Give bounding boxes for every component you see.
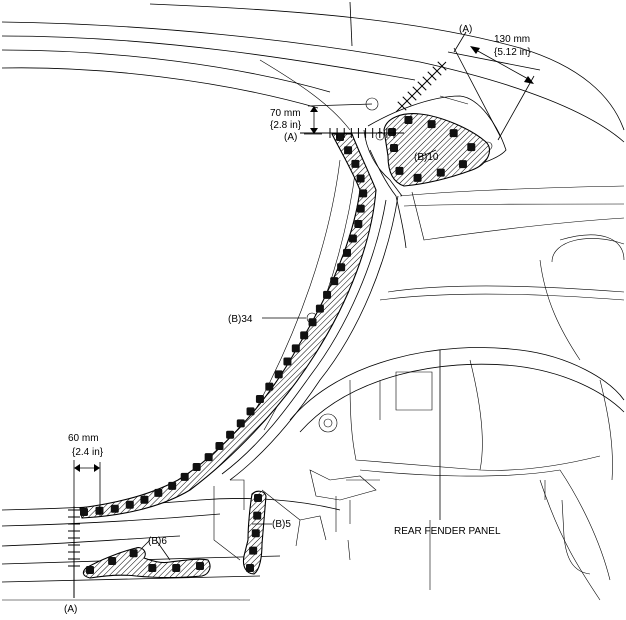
weld-spot-b34 xyxy=(351,159,360,168)
weld-spot-b6 xyxy=(108,557,117,566)
weld-spot-b34 xyxy=(291,344,300,353)
weld-spot-group xyxy=(80,116,476,574)
weld-spot-b34 xyxy=(274,370,283,379)
weld-spot-b34 xyxy=(337,263,346,272)
weld-spot-b5 xyxy=(246,564,254,572)
scale-tick xyxy=(437,61,447,71)
leader-b10 xyxy=(417,149,437,159)
label-dim-130-in: {5.12 in} xyxy=(494,47,531,58)
weld-spot-b34 xyxy=(95,506,104,515)
weld-spot-b34 xyxy=(283,357,292,366)
dim-60-arrow xyxy=(73,460,101,516)
weld-spot-b34 xyxy=(125,500,134,509)
weld-spot-b5 xyxy=(254,494,262,502)
weld-spot-b34 xyxy=(330,277,339,286)
weld-spot-b6 xyxy=(148,564,157,572)
weld-spot-b5 xyxy=(253,511,262,520)
label-rear-fender-panel: REAR FENDER PANEL xyxy=(394,526,501,537)
label-b34: (B)34 xyxy=(228,314,253,325)
scale-tick xyxy=(422,76,432,86)
label-b6: (B)6 xyxy=(148,536,167,547)
weld-spot-b34 xyxy=(359,189,368,198)
weld-spot-b10 xyxy=(427,120,436,129)
weld-spot-b34 xyxy=(226,430,235,439)
weld-spot-b10 xyxy=(449,129,458,138)
weld-spot-b34 xyxy=(300,331,309,340)
label-a-top-left: (A) xyxy=(284,132,297,143)
weld-spot-b34 xyxy=(356,174,365,183)
weld-spot-b34 xyxy=(215,441,224,450)
scale-tick xyxy=(397,101,407,111)
dim-130-arrow xyxy=(447,46,541,141)
weld-spot-b34 xyxy=(354,220,363,229)
weld-spot-b10 xyxy=(388,128,396,136)
weld-spot-b34 xyxy=(192,462,201,471)
leader-a-top-right xyxy=(453,31,467,53)
weld-spot-b6 xyxy=(86,566,94,574)
weld-spot-b34 xyxy=(140,495,149,504)
label-a-bottom: (A) xyxy=(64,604,77,615)
weld-spot-b34 xyxy=(265,382,274,391)
scale-a-top-right xyxy=(395,61,447,113)
weld-spot-b34 xyxy=(236,419,245,428)
scale-tick xyxy=(432,66,442,76)
label-b5: (B)5 xyxy=(272,519,291,530)
label-dim-60: 60 mm xyxy=(68,433,99,444)
weld-spot-b5 xyxy=(249,546,258,555)
weld-spot-b34 xyxy=(336,133,344,141)
label-dim-60-in: {2.4 in} xyxy=(72,447,104,458)
weld-spot-b34 xyxy=(308,318,317,327)
weld-spot-b10 xyxy=(467,143,476,152)
label-dim-130: 130 mm xyxy=(494,34,530,45)
weld-spot-b34 xyxy=(315,304,324,313)
label-dim-70-in: {2.8 in} xyxy=(270,120,302,131)
scale-a-bottom xyxy=(68,506,80,598)
scale-tick xyxy=(402,96,412,106)
weld-spot-b34 xyxy=(180,472,189,481)
weld-spot-b34 xyxy=(168,481,177,490)
weld-spot-b6 xyxy=(129,549,138,558)
weld-spot-b10 xyxy=(395,166,404,175)
label-a-top-right: (A) xyxy=(459,24,472,35)
weld-spot-b10 xyxy=(390,144,398,152)
scale-tick xyxy=(407,91,417,101)
weld-spot-b34 xyxy=(204,453,213,462)
scale-a-top-left xyxy=(300,128,404,138)
weld-spot-b10 xyxy=(413,173,422,182)
scale-tick xyxy=(427,71,437,81)
weld-spot-b34 xyxy=(323,290,332,299)
weld-spot-b34 xyxy=(356,204,365,213)
weld-spot-b34 xyxy=(154,488,163,497)
label-b10: (B)10 xyxy=(414,152,439,163)
weld-spot-b34 xyxy=(255,395,264,404)
weld-spot-b34 xyxy=(110,504,119,513)
weld-spot-b10 xyxy=(458,160,467,169)
weld-spot-b34 xyxy=(348,234,357,243)
weld-spot-b6 xyxy=(172,563,181,572)
weld-spot-b34 xyxy=(344,146,353,155)
weld-spot-b10 xyxy=(404,116,413,124)
scale-tick xyxy=(412,86,422,96)
weld-spot-b5 xyxy=(251,529,260,538)
weld-band-b34 xyxy=(79,133,377,519)
label-dim-70: 70 mm xyxy=(270,108,301,119)
scale-tick xyxy=(417,81,427,91)
weld-spot-b34 xyxy=(80,508,88,516)
leader-b6 xyxy=(141,539,171,561)
weld-spot-b6 xyxy=(196,562,204,570)
weld-band-b6 xyxy=(82,547,211,579)
dim-70-arrow xyxy=(307,103,373,134)
weld-spot-b34 xyxy=(246,407,255,416)
weld-spot-b10 xyxy=(436,168,445,177)
weld-spot-b34 xyxy=(343,248,352,257)
